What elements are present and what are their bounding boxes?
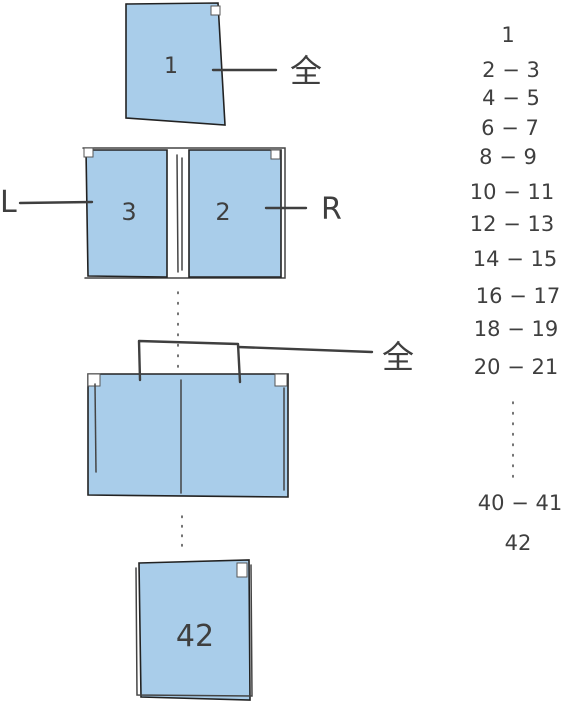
page-list-item: 42 (505, 531, 532, 555)
page-list-item: 2 − 3 (482, 58, 540, 82)
page-42-label: 42 (176, 619, 214, 654)
right-side-label: R (321, 192, 342, 227)
page-list-item: 40 − 41 (478, 491, 561, 515)
spread-3-2: 3 2 (82, 147, 286, 279)
page-1: 1 (125, 2, 226, 126)
page-list-item: 8 − 9 (479, 145, 537, 169)
bottom-spread-annotation-text: 全 (382, 338, 414, 376)
page-list-item: 16 − 17 (476, 284, 560, 308)
spread-left-side: L (0, 185, 94, 220)
page-1-annotation: 全 (211, 52, 322, 90)
page-list-item: 4 − 5 (482, 86, 540, 110)
page-list-item: 18 − 19 (474, 317, 558, 341)
spread-right-side: R (264, 192, 342, 227)
spread-right-page-label: 2 (215, 198, 230, 226)
page-list-item: 10 − 11 (470, 180, 554, 204)
page-list: 1 2 − 3 4 − 5 6 − 7 8 − 9 10 − 11 12 − 1… (470, 23, 561, 555)
bottom-spread-annotation: 全 (137, 338, 414, 384)
page-list-item: 20 − 21 (474, 355, 558, 379)
page-1-annotation-text: 全 (290, 52, 322, 90)
left-side-label: L (0, 185, 17, 220)
page-list-item: 6 − 7 (481, 116, 539, 140)
page-42: 42 (135, 559, 253, 701)
page-list-item: 1 (501, 23, 514, 47)
spread-left-page-label: 3 (121, 198, 136, 226)
bottom-spread (87, 373, 289, 498)
page-list-item: 12 − 13 (470, 212, 554, 236)
page-1-label: 1 (164, 54, 178, 79)
page-list-item: 14 − 15 (473, 247, 557, 271)
